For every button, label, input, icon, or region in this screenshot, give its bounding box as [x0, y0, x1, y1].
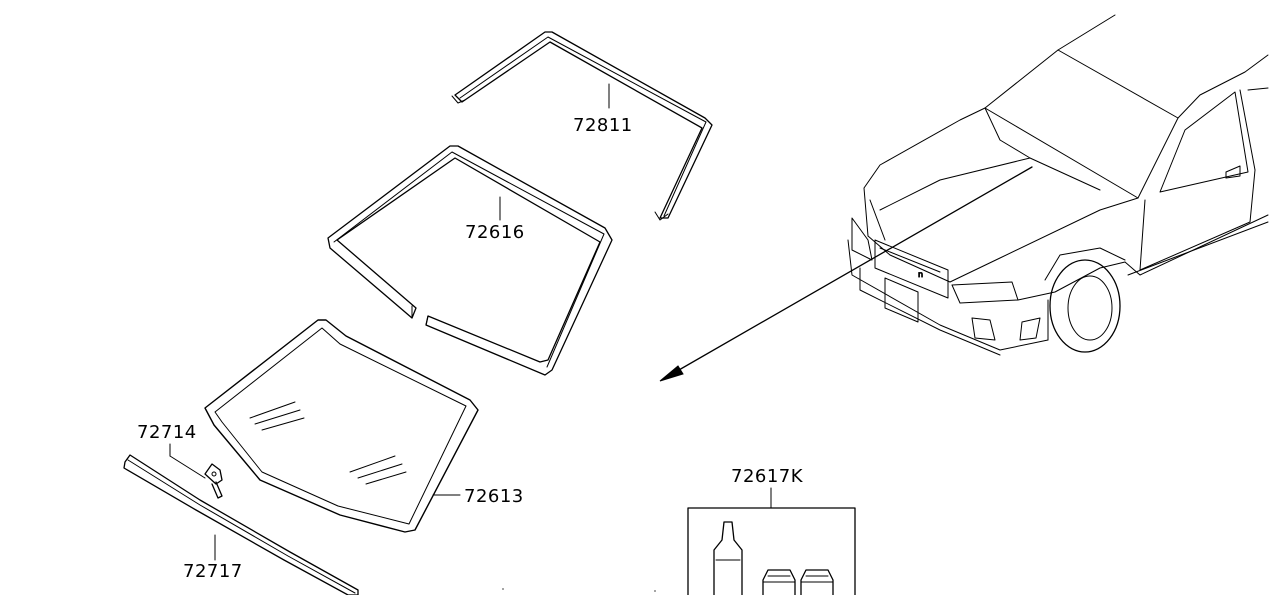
- car-illustration: n: [847, 14, 1269, 356]
- label-72613: 72613: [464, 486, 524, 507]
- adhesive-kit-box: [687, 507, 856, 595]
- leader-72714-diag: [169, 455, 206, 479]
- location-arrow: [659, 166, 1033, 382]
- label-72717: 72717: [183, 561, 243, 582]
- label-72617K: 72617K: [731, 466, 804, 487]
- glass-clip: [204, 463, 223, 499]
- windshield-glass: [204, 319, 479, 533]
- speck: [654, 590, 656, 592]
- label-72616: 72616: [465, 222, 525, 243]
- label-72714: 72714: [137, 422, 197, 443]
- windshield-dam-rubber: [327, 145, 613, 376]
- speck: [502, 588, 504, 590]
- windshield-upper-molding: [451, 31, 713, 221]
- svg-text:n: n: [918, 270, 923, 279]
- label-72811: 72811: [573, 115, 633, 136]
- cowl-top-molding: [123, 454, 359, 595]
